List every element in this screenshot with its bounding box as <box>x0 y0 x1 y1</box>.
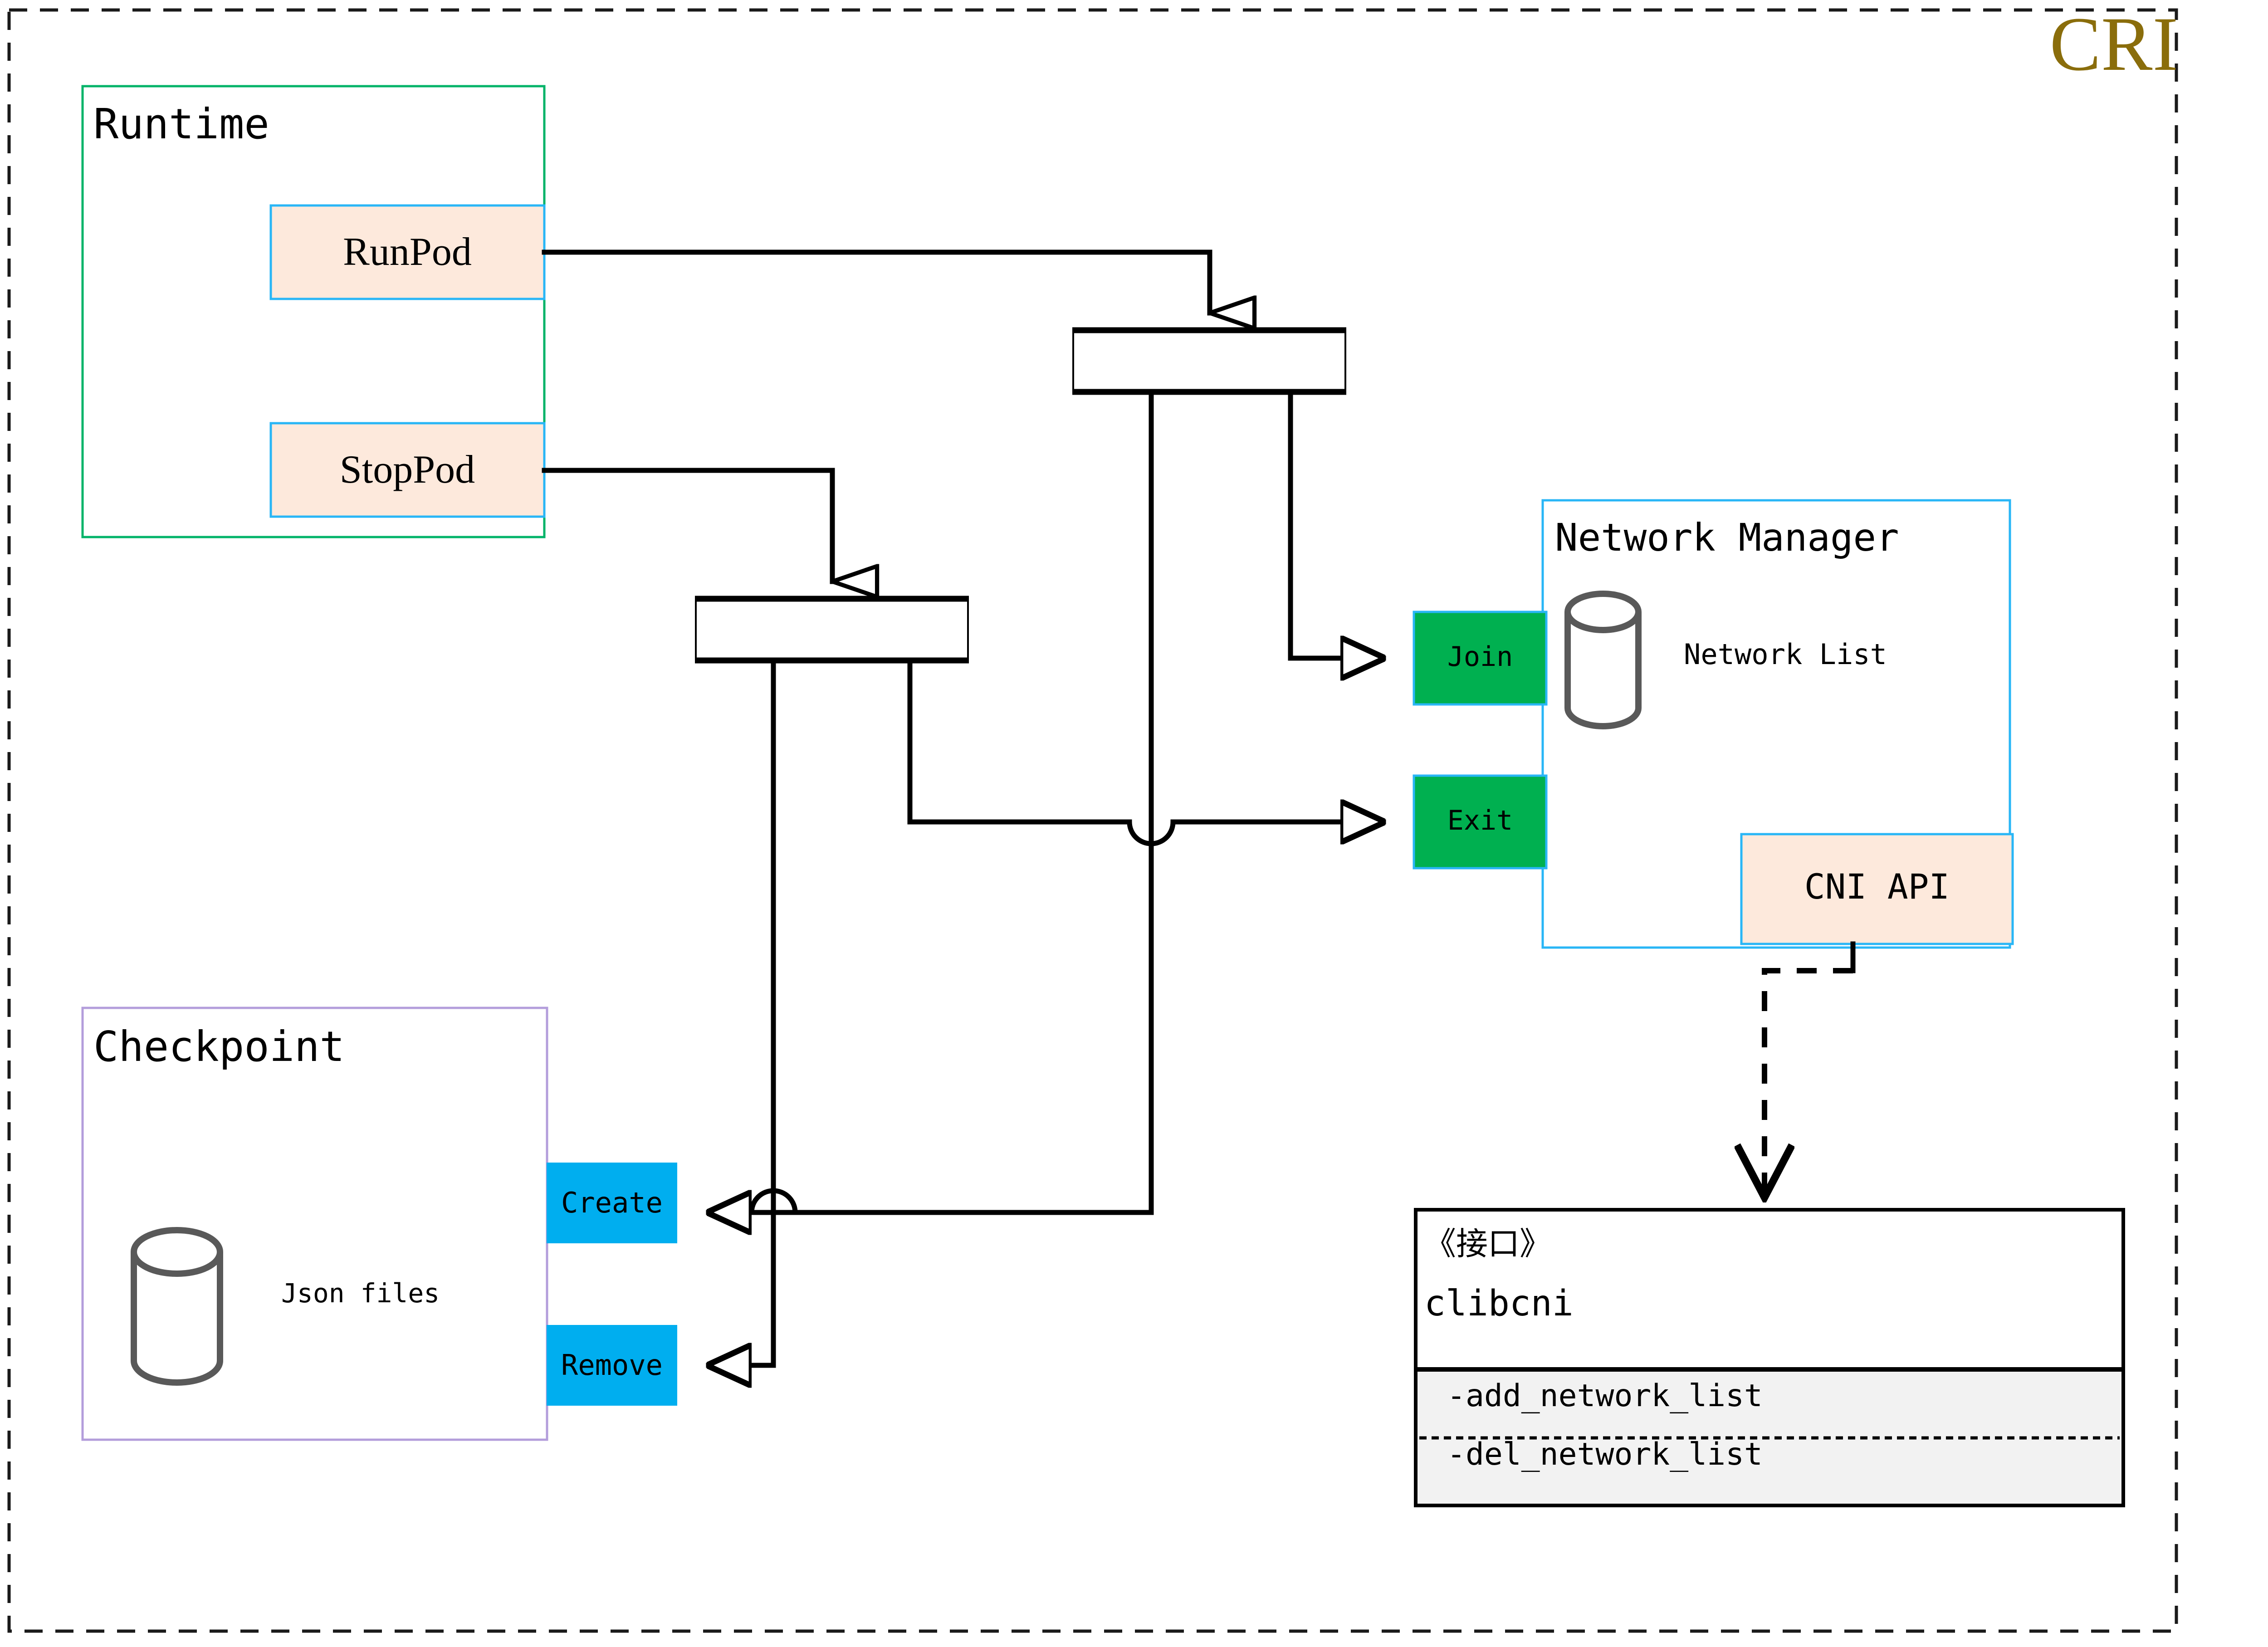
diagram-outer-border <box>7 8 2178 1633</box>
edge-cniapi-to-clibcni <box>1765 968 1853 1197</box>
checkpoint-title: Checkpoint <box>93 1022 345 1071</box>
edge-fork1-right-leg <box>1288 390 1386 658</box>
network-list-label: Network List <box>1684 638 1887 671</box>
diagram-title: CRI <box>2049 1 2178 87</box>
clibcni-name: clibcni <box>1424 1283 1574 1324</box>
clibcni-stereotype: 《接口》 <box>1424 1225 1551 1262</box>
exit-port <box>1413 774 1548 870</box>
remove-box <box>547 1325 677 1406</box>
json-files-label: Json files <box>281 1278 440 1309</box>
stoppod-box <box>269 422 546 518</box>
runpod-label[interactable]: RunPod <box>343 230 472 274</box>
exit-label[interactable]: Exit <box>1447 805 1513 836</box>
json-files-cylinder <box>131 1227 223 1386</box>
edge-stoppod-to-fork <box>542 468 832 582</box>
edge-fork2-right-leg-a <box>907 659 1132 825</box>
stoppod-label[interactable]: StopPod <box>339 448 475 492</box>
remove-label[interactable]: Remove <box>561 1349 663 1382</box>
edge-create-hop <box>749 1188 798 1215</box>
edge-fork2-left-leg <box>706 659 776 1365</box>
clibcni-interface <box>1414 1208 2125 1507</box>
edge-fork2-right-leg-hop <box>1127 819 1176 846</box>
runpod-fork-bar <box>1072 327 1346 395</box>
clibcni-method-del: -del_network_list <box>1447 1437 1763 1472</box>
cni-api-box <box>1740 833 2014 945</box>
edge-runpod-to-fork <box>542 249 1210 313</box>
edge-fork1-left-leg <box>706 390 1154 1212</box>
join-port <box>1413 611 1548 706</box>
runpod-box <box>269 204 546 300</box>
network-manager-title: Network Manager <box>1555 515 1899 560</box>
create-box <box>547 1163 677 1243</box>
create-label[interactable]: Create <box>561 1186 663 1219</box>
clibcni-method-add: -add_network_list <box>1447 1378 1763 1414</box>
runtime-title: Runtime <box>93 100 269 148</box>
network-list-cylinder <box>1564 591 1642 729</box>
join-label[interactable]: Join <box>1447 641 1513 673</box>
stoppod-fork-bar <box>695 596 969 664</box>
cni-api-label[interactable]: CNI API <box>1804 866 1950 907</box>
